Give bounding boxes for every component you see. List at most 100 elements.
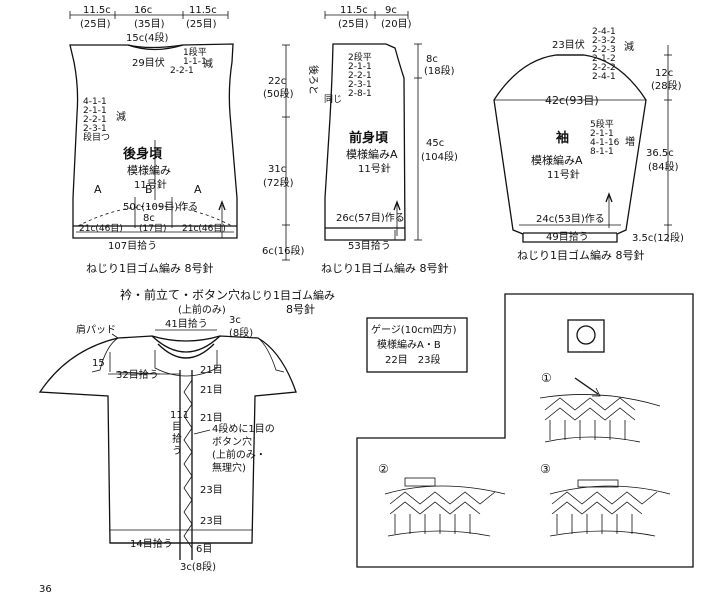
sleeve-cap-1: 2-4-1 bbox=[592, 27, 616, 37]
back-pickup: 107目拾う bbox=[108, 239, 157, 252]
assembly-title: 衿・前立て・ボタン穴 bbox=[120, 287, 240, 302]
back-shoulder-1: 1段平 bbox=[183, 46, 207, 58]
buttonhole-note-3: (上前のみ・ bbox=[212, 448, 266, 461]
assembly-rib-title: ねじり1目ゴム編み bbox=[240, 288, 335, 302]
buttonhole-note-1: 4段めに1目の bbox=[212, 422, 275, 435]
back-sts-neck: (35目) bbox=[134, 19, 165, 30]
gauge-box: ゲージ(10cm四方) 模様編みA・B 22目 23段 bbox=[366, 317, 468, 373]
sleeve-width: 42c(93目) bbox=[545, 94, 599, 107]
front-neck-rows: (18段) bbox=[424, 64, 455, 77]
gauge-pattern: 模様編みA・B bbox=[377, 338, 441, 351]
front-shaping-2: 2-1-1 bbox=[348, 62, 372, 72]
assembly-rib-needle: 8号針 bbox=[286, 302, 315, 316]
sleeve-length: 36.5c bbox=[646, 148, 674, 159]
step-2-illustration bbox=[384, 477, 506, 537]
collar-pickup: 41目拾う bbox=[165, 317, 208, 330]
technique-panel: ① ② ③ bbox=[356, 293, 694, 568]
back-armhole-tag: 減 bbox=[116, 110, 126, 123]
back-shoulder-tag: 減 bbox=[203, 57, 213, 70]
technique-panel-border bbox=[356, 293, 694, 568]
front-shaping-3: 2-2-1 bbox=[348, 71, 372, 81]
sleeve-cap-3: 2-2-3 bbox=[592, 45, 616, 55]
front-total-height: 45c bbox=[426, 138, 444, 149]
sleeve-top-bindoff: 23目伏 bbox=[552, 38, 585, 51]
front-total-rows: (104段) bbox=[421, 150, 458, 163]
back-center-sts: (17目) bbox=[139, 223, 166, 234]
band-count-2: 21目 bbox=[200, 385, 223, 396]
sleeve-outline bbox=[493, 54, 647, 243]
back-neck-label: 15c(4段) bbox=[126, 31, 168, 44]
sleeve-pickup: 49目拾う bbox=[546, 230, 589, 243]
back-armhole-1: 4-1-1 bbox=[83, 97, 107, 107]
back-body-rows: (72段) bbox=[263, 176, 294, 189]
hem-pickup: 14目拾う bbox=[130, 537, 173, 550]
sleeve-shaping-tag: 増 bbox=[625, 135, 635, 148]
back-shoulder-width-left: 11.5c bbox=[83, 5, 111, 16]
band-count-5: 23目 bbox=[200, 516, 223, 527]
front-neck-note-2: 同じ bbox=[324, 94, 342, 105]
back-center-width: 8c bbox=[143, 213, 155, 224]
back-shoulder-3: 2-2-1 bbox=[170, 66, 194, 76]
back-armhole-3: 2-2-1 bbox=[83, 115, 107, 125]
twisted-rib-symbol bbox=[576, 325, 596, 345]
sleeve-shaping-3: 4-1-16 bbox=[590, 138, 620, 148]
back-hem-left: 21c(46目) bbox=[79, 223, 123, 234]
sleeve-cuff-height: 3.5c(12段) bbox=[632, 231, 684, 244]
front-needle: 11号針 bbox=[358, 162, 391, 175]
back-yoke-rows: (50段) bbox=[263, 87, 294, 100]
gauge-title: ゲージ(10cm四方) bbox=[371, 323, 457, 336]
band-height: 3c(8段) bbox=[180, 560, 216, 573]
front-shaping-1: 2段平 bbox=[348, 51, 372, 63]
sleeve-shaping-1: 5段平 bbox=[590, 118, 614, 130]
band-pickup-3: 拾 bbox=[172, 432, 182, 445]
sleeve-cap-tag: 減 bbox=[624, 40, 634, 53]
band-count-1: 21目 bbox=[200, 365, 223, 376]
band-gap: 6目 bbox=[196, 544, 212, 555]
page-number: 36 bbox=[39, 584, 52, 595]
assembly-title-sub: (上前のみ) bbox=[178, 303, 226, 316]
back-hem-right: 21c(46目) bbox=[182, 223, 226, 234]
front-title: 前身頃 bbox=[349, 130, 389, 146]
shoulder-pad-label: 肩パッド bbox=[76, 323, 116, 336]
sleeve-cap-rows: (28段) bbox=[651, 79, 682, 92]
sleeve-cap-2: 2-3-2 bbox=[592, 36, 616, 46]
buttonhole-note-2: ボタン穴 bbox=[212, 435, 252, 448]
back-shoulder-width-right: 11.5c bbox=[189, 5, 217, 16]
sleeve-title: 袖 bbox=[556, 130, 569, 146]
sleeve-cap-6: 2-4-1 bbox=[592, 72, 616, 82]
back-armhole-base: 段目つ bbox=[83, 131, 110, 143]
back-armhole-4: 2-3-1 bbox=[83, 124, 107, 134]
front-rib: ねじり1目ゴム編み 8号針 bbox=[321, 261, 449, 275]
sleeve-shaping-2: 2-1-1 bbox=[590, 129, 614, 139]
sleeve-shaping-4: 8-1-1 bbox=[590, 147, 614, 157]
back-sts-left: (25目) bbox=[80, 19, 111, 30]
sleeve-cuff-width: 24c(53目)作る bbox=[536, 213, 605, 225]
front-shaping-5: 2-8-1 bbox=[348, 89, 372, 99]
sleeve-cap-4: 2-1-2 bbox=[592, 54, 616, 64]
front-body-diagram: 11.5c 9c (25目) (20目) 後ろと 2段平 2-1-1 2-2-1… bbox=[307, 5, 458, 275]
back-section-a-left: A bbox=[94, 183, 102, 196]
back-shoulder-2: 1-1-1 bbox=[183, 57, 207, 67]
front-shaping-4: 2-3-1 bbox=[348, 80, 372, 90]
shoulder-pad-size: 15 bbox=[92, 358, 105, 369]
back-pattern: 模様編み bbox=[127, 163, 171, 177]
front-sts-shoulder: (25目) bbox=[338, 19, 369, 30]
back-body-diagram: 11.5c 16c 11.5c (25目) (35目) (25目) 15c(4段… bbox=[69, 5, 304, 275]
collar-rows: (8段) bbox=[229, 326, 253, 339]
gauge-values: 22目 23段 bbox=[385, 353, 440, 366]
front-shoulder-width: 11.5c bbox=[340, 5, 368, 16]
back-body-height: 31c bbox=[268, 164, 286, 175]
assembly-diagram: 衿・前立て・ボタン穴 (上前のみ) ねじり1目ゴム編み 8号針 肩パッド 15 … bbox=[38, 287, 335, 573]
collar-height: 3c bbox=[229, 315, 241, 326]
sleeve-length-rows: (84段) bbox=[648, 160, 679, 173]
back-needle: 11号針 bbox=[134, 178, 167, 191]
back-yoke-height: 22c bbox=[268, 76, 286, 87]
front-neck-note-1: 後ろと bbox=[307, 65, 320, 95]
band-pickup-4: う bbox=[172, 445, 182, 457]
band-count-3: 21目 bbox=[200, 413, 223, 424]
step-2-label: ② bbox=[378, 462, 389, 476]
step-1-label: ① bbox=[541, 371, 552, 385]
sleeve-pattern: 模様編みA bbox=[531, 153, 583, 167]
sleeve-cap-5: 2-2-2 bbox=[592, 63, 616, 73]
step-1-illustration bbox=[539, 377, 661, 443]
